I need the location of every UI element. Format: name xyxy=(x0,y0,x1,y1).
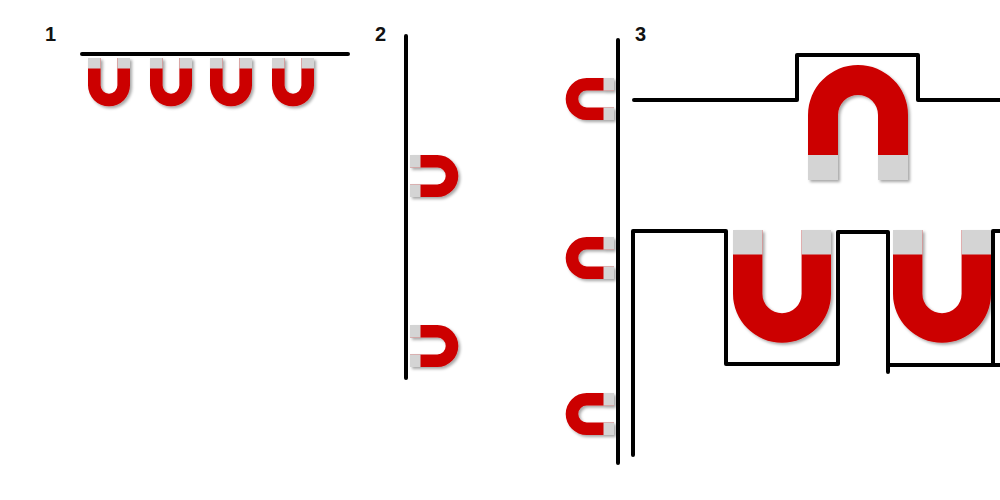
panel-number: 1 xyxy=(45,24,56,44)
horseshoe-magnet xyxy=(210,58,252,106)
horseshoe-magnet xyxy=(410,155,458,197)
horseshoe-magnet xyxy=(272,58,314,106)
horseshoe-magnet xyxy=(566,393,614,435)
wire-line xyxy=(633,231,888,455)
panel-number: 3 xyxy=(635,24,646,44)
horseshoe-magnet xyxy=(566,237,614,279)
horseshoe-magnet xyxy=(88,58,130,106)
horseshoe-magnet xyxy=(566,78,614,120)
horseshoe-magnet xyxy=(733,230,831,343)
bar-line xyxy=(616,40,620,463)
horseshoe-magnet xyxy=(808,65,908,180)
horseshoe-magnet xyxy=(893,230,991,343)
bar-line xyxy=(404,36,408,378)
panel-number: 2 xyxy=(375,24,386,44)
bar-line xyxy=(82,52,348,56)
horseshoe-magnet xyxy=(150,58,192,106)
horseshoe-magnet xyxy=(410,325,458,367)
wire-line xyxy=(888,363,1000,367)
wire-line xyxy=(993,231,1000,365)
